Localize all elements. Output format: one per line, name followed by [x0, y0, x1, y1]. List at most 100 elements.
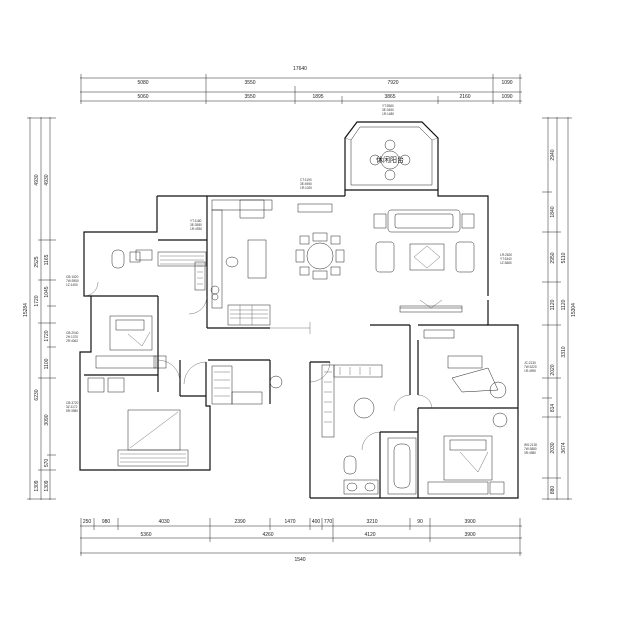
dim-left-i3: 1045 — [44, 286, 50, 297]
master-study: JC:2130 7W:3220 1R:4990 — [423, 329, 537, 399]
dim-top-r1-4: 1090 — [501, 80, 512, 86]
dim-top-r2-1: 5060 — [137, 94, 148, 100]
dim-bot-r2-3: 4120 — [364, 532, 375, 538]
dining-tag-1: CT:1190 — [300, 178, 312, 182]
kitchen-tag-2: 3E:3980 — [190, 223, 202, 227]
bedroom3-tag-1: CB:3720 — [66, 401, 79, 405]
dim-bot-r1-1: 250 — [83, 519, 92, 525]
master-tag-3: 3R:4980 — [524, 451, 536, 455]
bedroom-2: CB:2040 2H:1370 2R:4062 — [66, 315, 167, 369]
dim-left-o2: 2525 — [34, 256, 40, 267]
dim-bot-r2-4: 3900 — [464, 532, 475, 538]
dim-bot-r1-10: 3900 — [464, 519, 475, 525]
dim-right-o5: 3674 — [561, 442, 567, 453]
master-tag-2: 7W:3880 — [524, 447, 537, 451]
dim-left-i7: 570 — [44, 459, 50, 468]
dim-top-r1-2: 3550 — [244, 80, 255, 86]
bedroom3-tag-3: 5R:3980 — [66, 409, 78, 413]
dim-right-i4: 2020 — [550, 364, 556, 375]
dim-bot-r1-4: 2390 — [234, 519, 245, 525]
dim-bot-r1-9: 90 — [417, 519, 423, 525]
dim-left-i1: 4930 — [44, 174, 50, 185]
dim-left-i5: 1100 — [44, 358, 50, 369]
dim-bot-r1-3: 4030 — [158, 519, 169, 525]
dim-bot-r2-1: 5360 — [140, 532, 151, 538]
bottom-dimensions — [80, 518, 522, 556]
wardrobe-corridor — [321, 364, 383, 438]
dim-top-r1-1: 5080 — [137, 80, 148, 86]
dim-left-o4: 6230 — [34, 389, 40, 400]
living-tag-3: 1Z:3680 — [500, 261, 512, 265]
dim-bot-overall: 1540 — [294, 557, 305, 563]
dim-top-r2-3: 1895 — [312, 94, 323, 100]
balcony-tag-2: 3E:3450 — [382, 108, 394, 112]
dining-tag-3: 1R:1020 — [300, 186, 312, 190]
balcony-label: 休闲阳台 — [376, 155, 404, 164]
dim-left-overall: 15284 — [23, 303, 29, 317]
bedroom2-tag-2: 2H:1370 — [66, 335, 78, 339]
dim-right-i5: 814 — [550, 404, 556, 413]
dim-bot-r1-8: 3210 — [366, 519, 377, 525]
dim-right-i6: 2030 — [550, 442, 556, 453]
dining-tag-2: 3E:4950 — [300, 182, 312, 186]
bath1-tag-2: 7W:3950 — [66, 279, 79, 283]
dim-right-o1: 2940 — [550, 149, 556, 160]
kitchen-tag-3: 1R:4930 — [190, 227, 202, 231]
dim-right-o4: 3310 — [561, 346, 567, 357]
top-dimensions — [80, 74, 522, 104]
dim-left-i8: 1309 — [44, 480, 50, 491]
study-tag-2: 7W:3220 — [524, 365, 537, 369]
dim-right-i2: 2950 — [550, 252, 556, 263]
dim-right-o6: 880 — [550, 486, 556, 495]
dim-right-o2: 5110 — [561, 252, 567, 263]
balcony: 休闲阳台 YT:3980 3E:3450 1R:1480 — [344, 104, 439, 191]
dim-top-overall: 17640 — [293, 66, 307, 72]
dim-top-r1-3: 7920 — [387, 80, 398, 86]
living-tag-1: LR:2620 — [500, 253, 512, 257]
balcony-table-set — [369, 139, 411, 181]
master-bedroom: WS:2130 7W:3880 3R:4980 — [427, 412, 537, 495]
central-closets — [211, 365, 283, 405]
dim-right-i1: 1840 — [550, 206, 556, 217]
master-bathroom — [343, 437, 417, 495]
kitchen: YT:1180 3E:3980 1R:4930 — [190, 199, 273, 326]
dim-left-o3: 1720 — [34, 295, 40, 306]
right-dimensions — [542, 117, 572, 500]
dim-bot-r2-2: 4260 — [262, 532, 273, 538]
dim-bot-r1-7: 770 — [324, 519, 333, 525]
bedroom-3: CB:3720 3Z:1172 5R:3980 — [66, 377, 189, 467]
interior-walls — [84, 196, 518, 498]
dim-bot-r1-5: 1470 — [284, 519, 295, 525]
dim-top-r2-4: 3865 — [384, 94, 395, 100]
dim-left-i6: 3090 — [44, 414, 50, 425]
bedroom2-tag-1: CB:2040 — [66, 331, 79, 335]
dim-bot-r1-6: 400 — [312, 519, 321, 525]
dim-right-overall: 15304 — [571, 303, 577, 317]
dim-left-i4: 1720 — [44, 330, 50, 341]
study-tag-3: 1R:4990 — [524, 369, 536, 373]
bedroom2-tag-3: 2R:4062 — [66, 339, 78, 343]
dim-right-o3: 1120 — [550, 299, 556, 310]
dim-left-i2: 1165 — [44, 254, 50, 265]
left-dimensions — [27, 117, 56, 500]
kitchen-tag-1: YT:1180 — [190, 219, 202, 223]
bathroom-1: CB:1520 7W:3950 1Z:1490 — [66, 249, 207, 291]
bath1-tag-1: CB:1520 — [66, 275, 79, 279]
dining-area: CT:1190 3E:4950 1R:1020 — [295, 178, 345, 280]
bedroom3-tag-2: 3Z:1172 — [66, 405, 78, 409]
balcony-tag-1: YT:3980 — [382, 104, 394, 108]
door-swings — [83, 281, 433, 451]
dim-top-r2-6: 1090 — [501, 94, 512, 100]
dim-top-r2-2: 3550 — [244, 94, 255, 100]
dim-left-o5: 1309 — [34, 480, 40, 491]
dim-left-o1: 4930 — [34, 174, 40, 185]
living-tag-2: YT:3340 — [500, 257, 512, 261]
exterior-walls — [79, 190, 519, 499]
study-tag-1: JC:2130 — [524, 361, 536, 365]
dim-right-i3: 1120 — [561, 299, 567, 310]
bath1-tag-3: 1Z:1490 — [66, 283, 78, 287]
dim-top-r2-5: 2160 — [459, 94, 470, 100]
balcony-tag-3: 1R:1480 — [382, 112, 394, 116]
living-room: LR:2620 YT:3340 1Z:3680 — [373, 209, 512, 313]
